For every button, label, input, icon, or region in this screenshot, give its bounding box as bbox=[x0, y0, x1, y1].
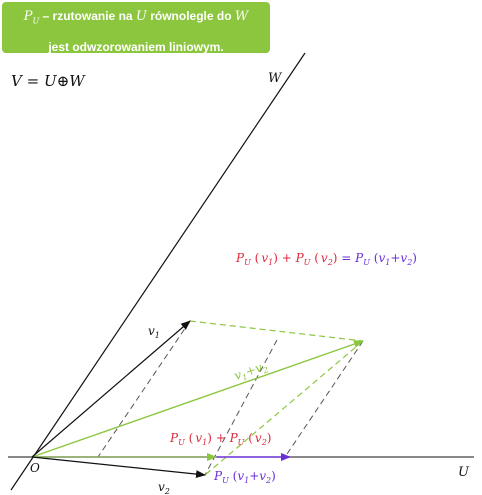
title-banner: PU – rzutowanie na U równolegle do W jes… bbox=[2, 2, 270, 54]
v1-vector bbox=[31, 320, 191, 458]
banner-w-symbol: W bbox=[234, 9, 249, 24]
w-axis-line bbox=[10, 52, 306, 491]
sum-vector bbox=[31, 340, 364, 458]
projection-sum-red-label: PU (v1) + PU (v2) bbox=[169, 431, 271, 447]
sum-projection-dash bbox=[284, 340, 364, 458]
direct-sum-formula: V = U⊕W bbox=[11, 72, 85, 90]
formula-w: W bbox=[69, 72, 85, 90]
projection-sum-purple-label: PU (v1+v2) bbox=[213, 469, 276, 485]
v2-vector bbox=[31, 456, 206, 479]
formula-v: V bbox=[11, 72, 22, 90]
formula-oplus: ⊕ bbox=[56, 72, 70, 90]
svg-text:v1+v2: v1+v2 bbox=[232, 359, 269, 385]
w-axis-label: W bbox=[268, 71, 283, 86]
sum-vector-label: v1+v2 bbox=[232, 359, 269, 385]
u-axis-label: U bbox=[458, 465, 470, 480]
banner-line-1: PU – rzutowanie na U równolegle do W bbox=[2, 7, 270, 31]
v1-label: v1 bbox=[148, 324, 160, 340]
parallelogram-right-dash bbox=[204, 340, 364, 476]
banner-p-symbol: PU bbox=[23, 9, 40, 26]
banner-text-2: równolegle do bbox=[146, 9, 235, 23]
formula-equals: = bbox=[21, 72, 44, 90]
linearity-formula: PU (v1) + PU (v2) = PU (v1+v2) bbox=[235, 251, 417, 267]
origin-label: O bbox=[30, 461, 40, 475]
v1-projection-dash bbox=[97, 320, 191, 458]
v2-helper-dash bbox=[204, 339, 278, 476]
formula-u: U bbox=[43, 72, 57, 90]
parallelogram-top-dash bbox=[189, 320, 364, 342]
v2-label: v2 bbox=[158, 480, 170, 495]
banner-u-symbol: U bbox=[135, 9, 147, 24]
banner-line-2: jest odwzorowaniem liniowym. bbox=[48, 39, 224, 54]
banner-text-1: – rzutowanie na bbox=[39, 9, 136, 23]
